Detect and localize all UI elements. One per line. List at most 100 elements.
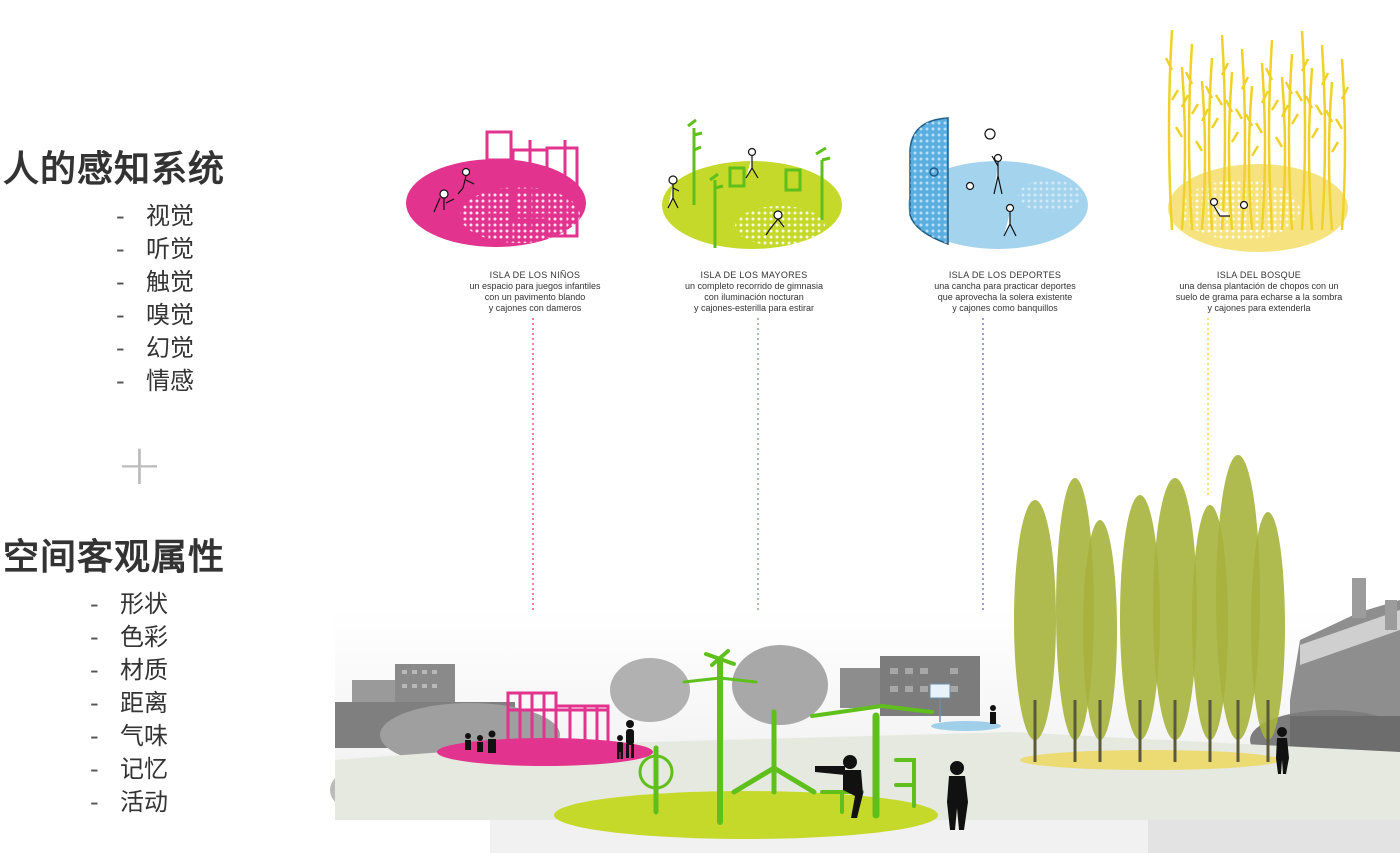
forest-island-plan	[1164, 29, 1350, 252]
caption-title: ISLA DE LOS MAYORES	[700, 270, 808, 280]
poplar-tree	[1216, 455, 1260, 740]
poplar-tree	[1153, 478, 1197, 740]
list-marker: -	[116, 202, 125, 230]
list-item-label: 嗅觉	[146, 301, 194, 329]
spatial-attributes-list: -形状 -色彩 -材质 -距离 -气味 -记忆 -活动	[90, 588, 168, 819]
list-marker: -	[116, 235, 125, 263]
poplar-branch	[1164, 29, 1180, 231]
spatial-attributes-heading: 空间客观属性	[3, 537, 226, 578]
caption-title: ISLA DE LOS DEPORTES	[948, 270, 1062, 280]
list-item: -气味	[90, 720, 168, 753]
poplar-branch	[1294, 30, 1310, 231]
list-marker: -	[90, 755, 99, 783]
poplar-tree	[1083, 520, 1117, 740]
fitness-equipment-icon	[687, 118, 831, 248]
list-item-label: 活动	[120, 788, 168, 816]
list-item: -幻觉	[116, 332, 194, 365]
poplar-branch	[1304, 67, 1320, 231]
list-marker: -	[90, 689, 99, 717]
list-item-label: 形状	[120, 590, 168, 618]
children-island-plan	[406, 130, 586, 247]
list-item: -材质	[90, 654, 168, 687]
poplar-branch	[1244, 85, 1260, 231]
sports-island-caption: ISLA DE LOS DEPORTES una cancha para pra…	[905, 270, 1105, 314]
list-item: -活动	[90, 786, 168, 819]
poplar-tree	[1120, 495, 1160, 740]
perception-list: -视觉 -听觉 -触觉 -嗅觉 -幻觉 -情感	[116, 200, 194, 398]
list-marker: -	[116, 268, 125, 296]
poplar-tree	[1251, 512, 1285, 740]
list-item-label: 视觉	[146, 202, 194, 230]
list-item: -情感	[116, 365, 194, 398]
poplar-branch	[1264, 39, 1280, 231]
children-group-silhouette	[465, 730, 496, 753]
child-silhouette	[617, 735, 623, 759]
poplar-branch	[1214, 34, 1230, 231]
climbing-frame	[506, 691, 610, 759]
forest-island-caption: ISLA DEL BOSQUE una densa plantación de …	[1154, 270, 1364, 314]
list-item: -视觉	[116, 200, 194, 233]
poplar-branch	[1274, 76, 1290, 231]
elders-island-plan	[662, 118, 842, 249]
children-island-caption: ISLA DE LOS NIÑOS un espacio para juegos…	[435, 270, 635, 314]
list-item-label: 听觉	[146, 235, 194, 263]
poplar-branch	[1174, 66, 1190, 231]
list-item: -色彩	[90, 621, 168, 654]
caption-title: ISLA DE LOS NIÑOS	[489, 270, 581, 280]
list-marker: -	[90, 623, 99, 651]
poplar-tree	[1014, 500, 1056, 740]
basketball-hoop	[929, 683, 951, 722]
caption-description: una cancha para practicar deportes que a…	[934, 281, 1076, 313]
list-item-label: 色彩	[120, 623, 168, 651]
list-marker: -	[90, 722, 99, 750]
person-silhouette	[626, 720, 634, 758]
list-item-label: 幻觉	[146, 334, 194, 362]
sports-island-plan	[908, 117, 1088, 249]
list-marker: -	[116, 367, 125, 395]
reclining-figure-icon	[1209, 197, 1249, 217]
man-stretching-silhouette	[815, 755, 863, 818]
player-figure-icon	[965, 153, 1017, 237]
list-item: -听觉	[116, 233, 194, 266]
poplar-trees	[1014, 455, 1285, 762]
list-marker: -	[116, 334, 125, 362]
list-item-label: 情感	[146, 367, 194, 395]
list-item: -记忆	[90, 753, 168, 786]
list-marker: -	[90, 590, 99, 618]
caption-description: un espacio para juegos infantiles con un…	[469, 281, 601, 313]
man-standing-silhouette	[947, 761, 968, 830]
list-item: -形状	[90, 588, 168, 621]
plus-sign: +	[116, 433, 163, 498]
person-silhouette	[990, 705, 996, 724]
caption-description: un completo recorrido de gimnasia con il…	[684, 281, 824, 313]
list-item-label: 距离	[120, 689, 168, 717]
perception-system-heading: 人的感知系统	[3, 149, 226, 190]
poplar-branch	[1334, 58, 1350, 231]
poplar-branch	[1224, 71, 1240, 231]
poplar-branch	[1284, 53, 1300, 231]
list-item-label: 记忆	[120, 755, 168, 783]
playground-climbing-frame-icon	[485, 130, 579, 242]
list-item: -距离	[90, 687, 168, 720]
list-marker: -	[90, 788, 99, 816]
elders-island-caption: ISLA DE LOS MAYORES un completo recorrid…	[654, 270, 854, 314]
caption-description: una densa plantación de chopos con un su…	[1175, 281, 1343, 313]
poplar-branch	[1324, 81, 1340, 231]
people-silhouettes	[465, 705, 1289, 830]
poplar-branch	[1204, 57, 1220, 231]
list-item: -触觉	[116, 266, 194, 299]
poplar-branch	[1254, 62, 1270, 231]
basketball-court-icon	[909, 117, 996, 246]
park-perspective-scene	[330, 455, 1400, 853]
poplar-forest-icon	[1164, 29, 1350, 231]
poplar-branch	[1184, 43, 1200, 231]
list-marker: -	[90, 656, 99, 684]
list-marker: -	[116, 301, 125, 329]
poplar-branch	[1194, 80, 1210, 231]
list-item: -嗅觉	[116, 299, 194, 332]
elder-exercising-icon	[667, 147, 785, 236]
fitness-equipment	[638, 649, 934, 825]
list-item-label: 触觉	[146, 268, 194, 296]
